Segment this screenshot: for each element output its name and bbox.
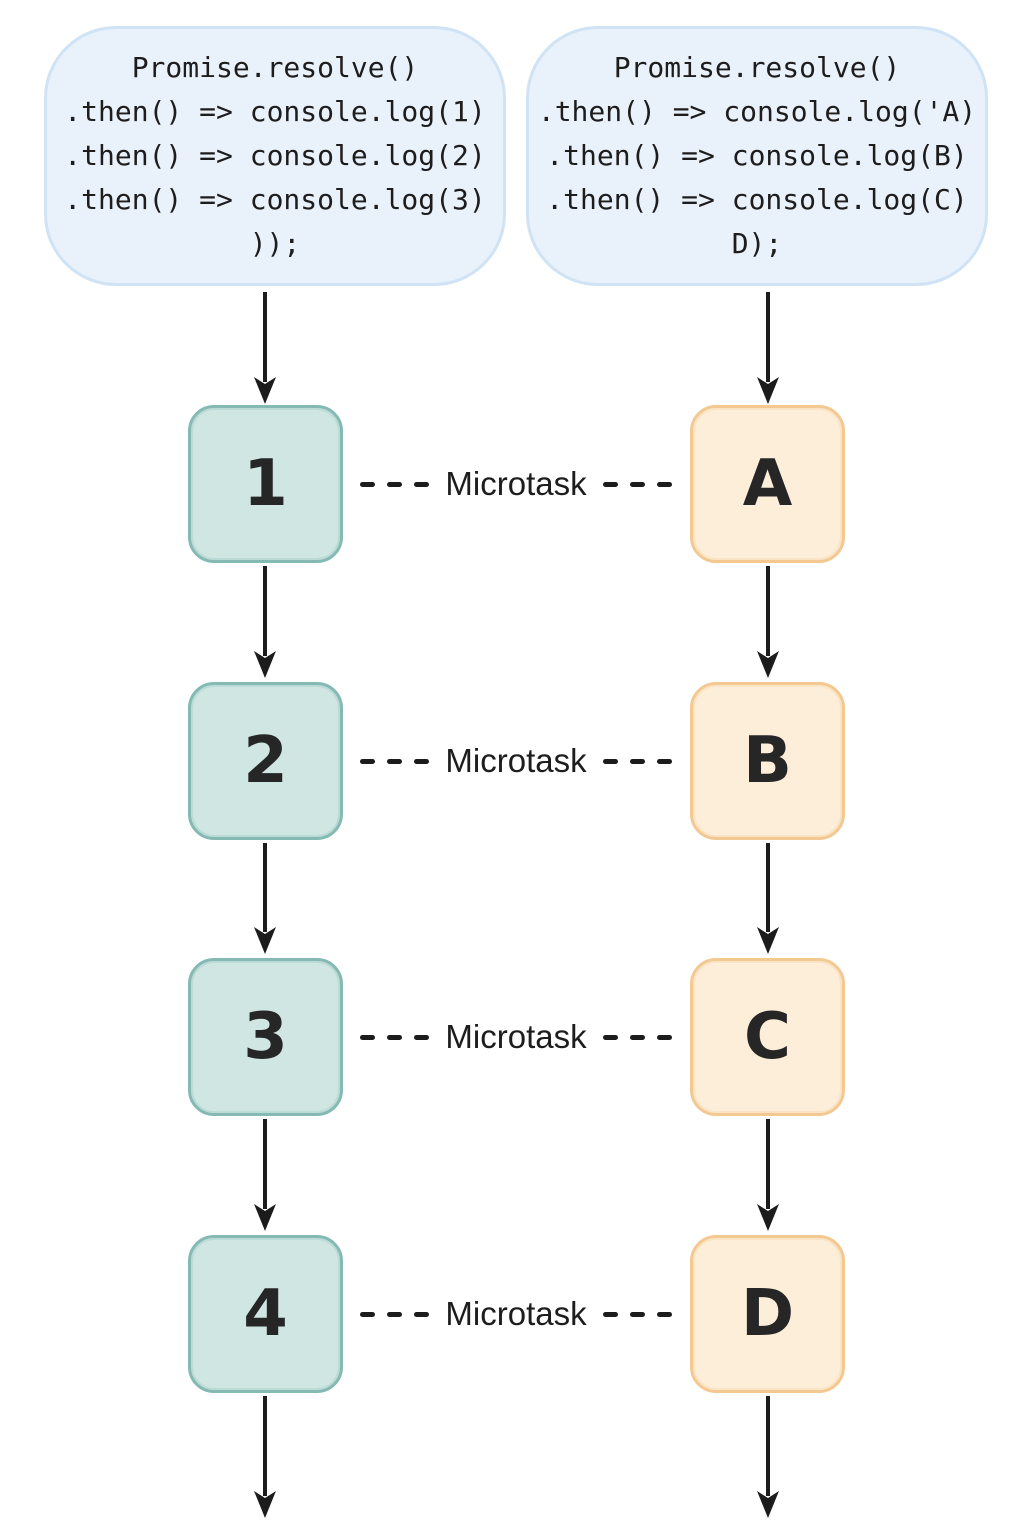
flow-arrow-icon: [757, 843, 779, 954]
dashed-line-icon: [602, 1034, 672, 1040]
flow-arrow-icon: [254, 292, 276, 404]
flow-arrow-icon: [254, 1396, 276, 1518]
dashed-line-icon: [360, 758, 430, 764]
dashed-line-icon: [602, 1311, 672, 1317]
dashed-line-icon: [602, 481, 672, 487]
dashed-line-icon: [360, 1311, 430, 1317]
microtask-connector: Microtask: [352, 739, 680, 783]
code-bubble-right: Promise.resolve() .then() => console.log…: [526, 26, 988, 286]
queue-box-right-D: D: [690, 1235, 845, 1393]
queue-box-right-A: A: [690, 405, 845, 563]
code-line: .then() => console.log(B): [546, 139, 968, 172]
queue-box-left-2: 2: [188, 682, 343, 840]
microtask-label: Microtask: [445, 465, 587, 502]
dashed-line-icon: [360, 481, 430, 487]
microtask-label: Microtask: [445, 742, 587, 779]
queue-box-left-4: 4: [188, 1235, 343, 1393]
code-line: .then() => console.log(2): [64, 139, 486, 172]
flow-arrow-icon: [757, 1119, 779, 1231]
queue-box-right-C: C: [690, 958, 845, 1116]
microtask-label: Microtask: [445, 1295, 587, 1332]
code-bubble-left: Promise.resolve() .then() => console.log…: [44, 26, 506, 286]
code-line: Promise.resolve(): [613, 51, 901, 84]
microtask-connector: Microtask: [352, 1015, 680, 1059]
code-line: .then() => console.log('A): [537, 95, 977, 128]
flow-arrow-icon: [254, 843, 276, 954]
flow-arrow-icon: [254, 1119, 276, 1231]
dashed-line-icon: [602, 758, 672, 764]
microtask-label: Microtask: [445, 1018, 587, 1055]
flow-arrow-icon: [757, 1396, 779, 1518]
code-line: .then() => console.log(3): [64, 183, 486, 216]
flow-arrow-icon: [254, 566, 276, 678]
queue-box-right-B: B: [690, 682, 845, 840]
microtask-connector: Microtask: [352, 462, 680, 506]
queue-box-left-1: 1: [188, 405, 343, 563]
flow-arrow-icon: [757, 292, 779, 404]
microtask-connector: Microtask: [352, 1292, 680, 1336]
code-line: ));: [249, 227, 301, 260]
code-line: D);: [731, 227, 783, 260]
code-line: .then() => console.log(C): [546, 183, 968, 216]
flow-arrow-icon: [757, 566, 779, 678]
queue-box-left-3: 3: [188, 958, 343, 1116]
code-line: Promise.resolve(): [131, 51, 419, 84]
dashed-line-icon: [360, 1034, 430, 1040]
code-line: .then() => console.log(1): [64, 95, 486, 128]
